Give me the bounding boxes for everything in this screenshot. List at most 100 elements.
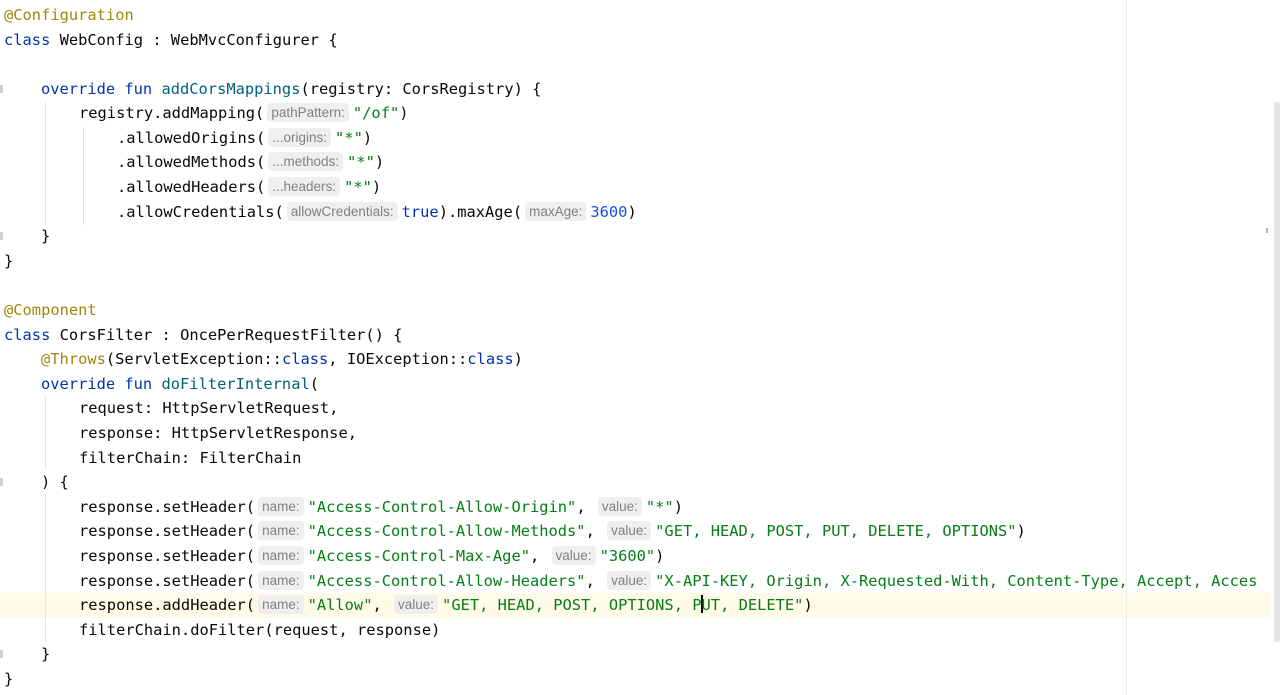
code-token: .allowedMethods( [117,153,266,171]
code-line-20[interactable]: ) { [0,470,69,495]
function-name-token: doFilterInternal [161,375,310,393]
indent-guide [45,494,46,642]
string-literal-token: "*" [645,498,674,516]
fold-marker-icon[interactable] [0,85,3,93]
code-token: filterChain.doFilter(request, response) [79,621,441,639]
parameter-hint: value: [394,595,439,614]
code-token: ) [655,547,665,565]
current-line-highlight [0,593,1280,618]
code-line-14[interactable]: class CorsFilter : OncePerRequestFilter(… [0,323,402,348]
code-line-24[interactable]: response.setHeader(name:"Access-Control-… [0,569,1257,594]
code-line-13[interactable]: @Component [0,298,97,323]
code-token: .allowedHeaders( [117,178,266,196]
code-line-16[interactable]: override fun doFilterInternal( [0,372,319,397]
code-token: , IOException:: [328,350,468,368]
code-token: response.setHeader( [79,522,256,540]
code-token: (registry: CorsRegistry) { [300,80,542,98]
code-line-27[interactable]: } [0,642,50,667]
parameter-hint: allowCredentials: [286,202,398,221]
code-token: CorsFilter : OncePerRequestFilter() { [59,326,403,344]
code-token: , [585,572,605,590]
annotation-token: @Component [4,301,97,319]
keyword-token: override fun [41,375,162,393]
code-token: (ServletException:: [105,350,282,368]
string-literal-token: "X-API-KEY, Origin, X-Requested-With, Co… [655,572,1258,590]
code-line-19[interactable]: filterChain: FilterChain [0,446,301,471]
number-literal-token: 3600 [590,203,628,221]
code-line-9[interactable]: .allowCredentials(allowCredentials:true)… [0,200,637,225]
code-token: } [4,670,14,688]
code-token: response.setHeader( [79,498,256,516]
code-line-21[interactable]: response.setHeader(name:"Access-Control-… [0,495,683,520]
code-line-17[interactable]: request: HttpServletRequest, [0,396,338,421]
code-line-3[interactable] [0,52,4,77]
code-token: ) [1016,522,1026,540]
fold-marker-icon[interactable] [0,478,3,486]
code-token: ).maxAge( [438,203,523,221]
code-line-5[interactable]: registry.addMapping(pathPattern:"/of") [0,101,409,126]
code-token: .allowCredentials( [117,203,284,221]
code-line-15[interactable]: @Throws(ServletException::class, IOExcep… [0,347,523,372]
indent-guide [45,102,46,225]
code-line-6[interactable]: .allowedOrigins(...origins:"*") [0,126,372,151]
code-token: , [585,522,605,540]
right-margin-guide [1126,0,1127,695]
keyword-token: override fun [41,80,162,98]
string-literal-token: "*" [347,153,375,171]
code-line-25[interactable]: response.addHeader(name:"Allow", value:"… [0,593,813,618]
code-token: response.setHeader( [79,572,256,590]
parameter-hint: value: [607,571,652,590]
string-literal-token: "/of" [352,104,400,122]
code-line-1[interactable]: @Configuration [0,3,134,28]
code-line-11[interactable]: } [0,249,13,274]
code-line-12[interactable] [0,273,4,298]
code-line-28[interactable]: } [0,667,13,692]
code-line-22[interactable]: response.setHeader(name:"Access-Control-… [0,519,1026,544]
code-token: response.addHeader( [79,596,256,614]
code-line-4[interactable]: override fun addCorsMappings(registry: C… [0,77,541,102]
annotation-token: @Configuration [4,6,134,24]
code-line-18[interactable]: response: HttpServletResponse, [0,421,357,446]
code-token: ) [803,596,813,614]
code-token: , [372,596,392,614]
code-line-7[interactable]: .allowedMethods(...methods:"*") [0,150,384,175]
code-token: response.setHeader( [79,547,256,565]
string-literal-token: "Access-Control-Allow-Origin" [307,498,577,516]
code-line-26[interactable]: filterChain.doFilter(request, response) [0,618,440,643]
parameter-hint: maxAge: [525,202,587,221]
string-literal-token: "GET, HEAD, POST, PUT, DELETE, OPTIONS" [655,522,1017,540]
parameter-hint: name: [258,546,304,565]
code-token: request: HttpServletRequest, [79,399,339,417]
scrollbar-thumb[interactable] [1274,102,1280,642]
code-line-8[interactable]: .allowedHeaders(...headers:"*") [0,175,381,200]
code-token: WebConfig : WebMvcConfigurer { [59,31,338,49]
string-literal-token: "*" [335,129,363,147]
code-token: .allowedOrigins( [117,129,266,147]
indent-guide [45,396,46,469]
string-literal-token: "Allow" [307,596,373,614]
parameter-hint: value: [607,521,652,540]
indent-guide [83,127,84,225]
fold-marker-icon[interactable] [0,650,3,658]
code-token: filterChain: FilterChain [79,449,302,467]
fold-marker-icon[interactable] [0,232,3,240]
string-literal-token: "*" [344,178,372,196]
code-line-10[interactable]: } [0,224,50,249]
parameter-hint: name: [258,595,304,614]
parameter-hint: ...origins: [268,128,332,147]
string-literal-token: "GET, HEAD, POST, OPTIONS, P [442,596,702,614]
code-token: , [576,498,595,516]
keyword-token: class [4,326,60,344]
parameter-hint: name: [258,571,304,590]
parameter-hint: name: [258,521,304,540]
error-stripe-marker[interactable] [1266,228,1268,233]
code-line-2[interactable]: class WebConfig : WebMvcConfigurer { [0,28,338,53]
keyword-token: true [401,203,439,221]
code-token: ) [362,129,373,147]
function-name-token: addCorsMappings [161,80,301,98]
code-line-23[interactable]: response.setHeader(name:"Access-Control-… [0,544,664,569]
annotation-token: @Throws [41,350,106,368]
code-token: response: HttpServletResponse, [79,424,357,442]
code-token: ) [673,498,683,516]
